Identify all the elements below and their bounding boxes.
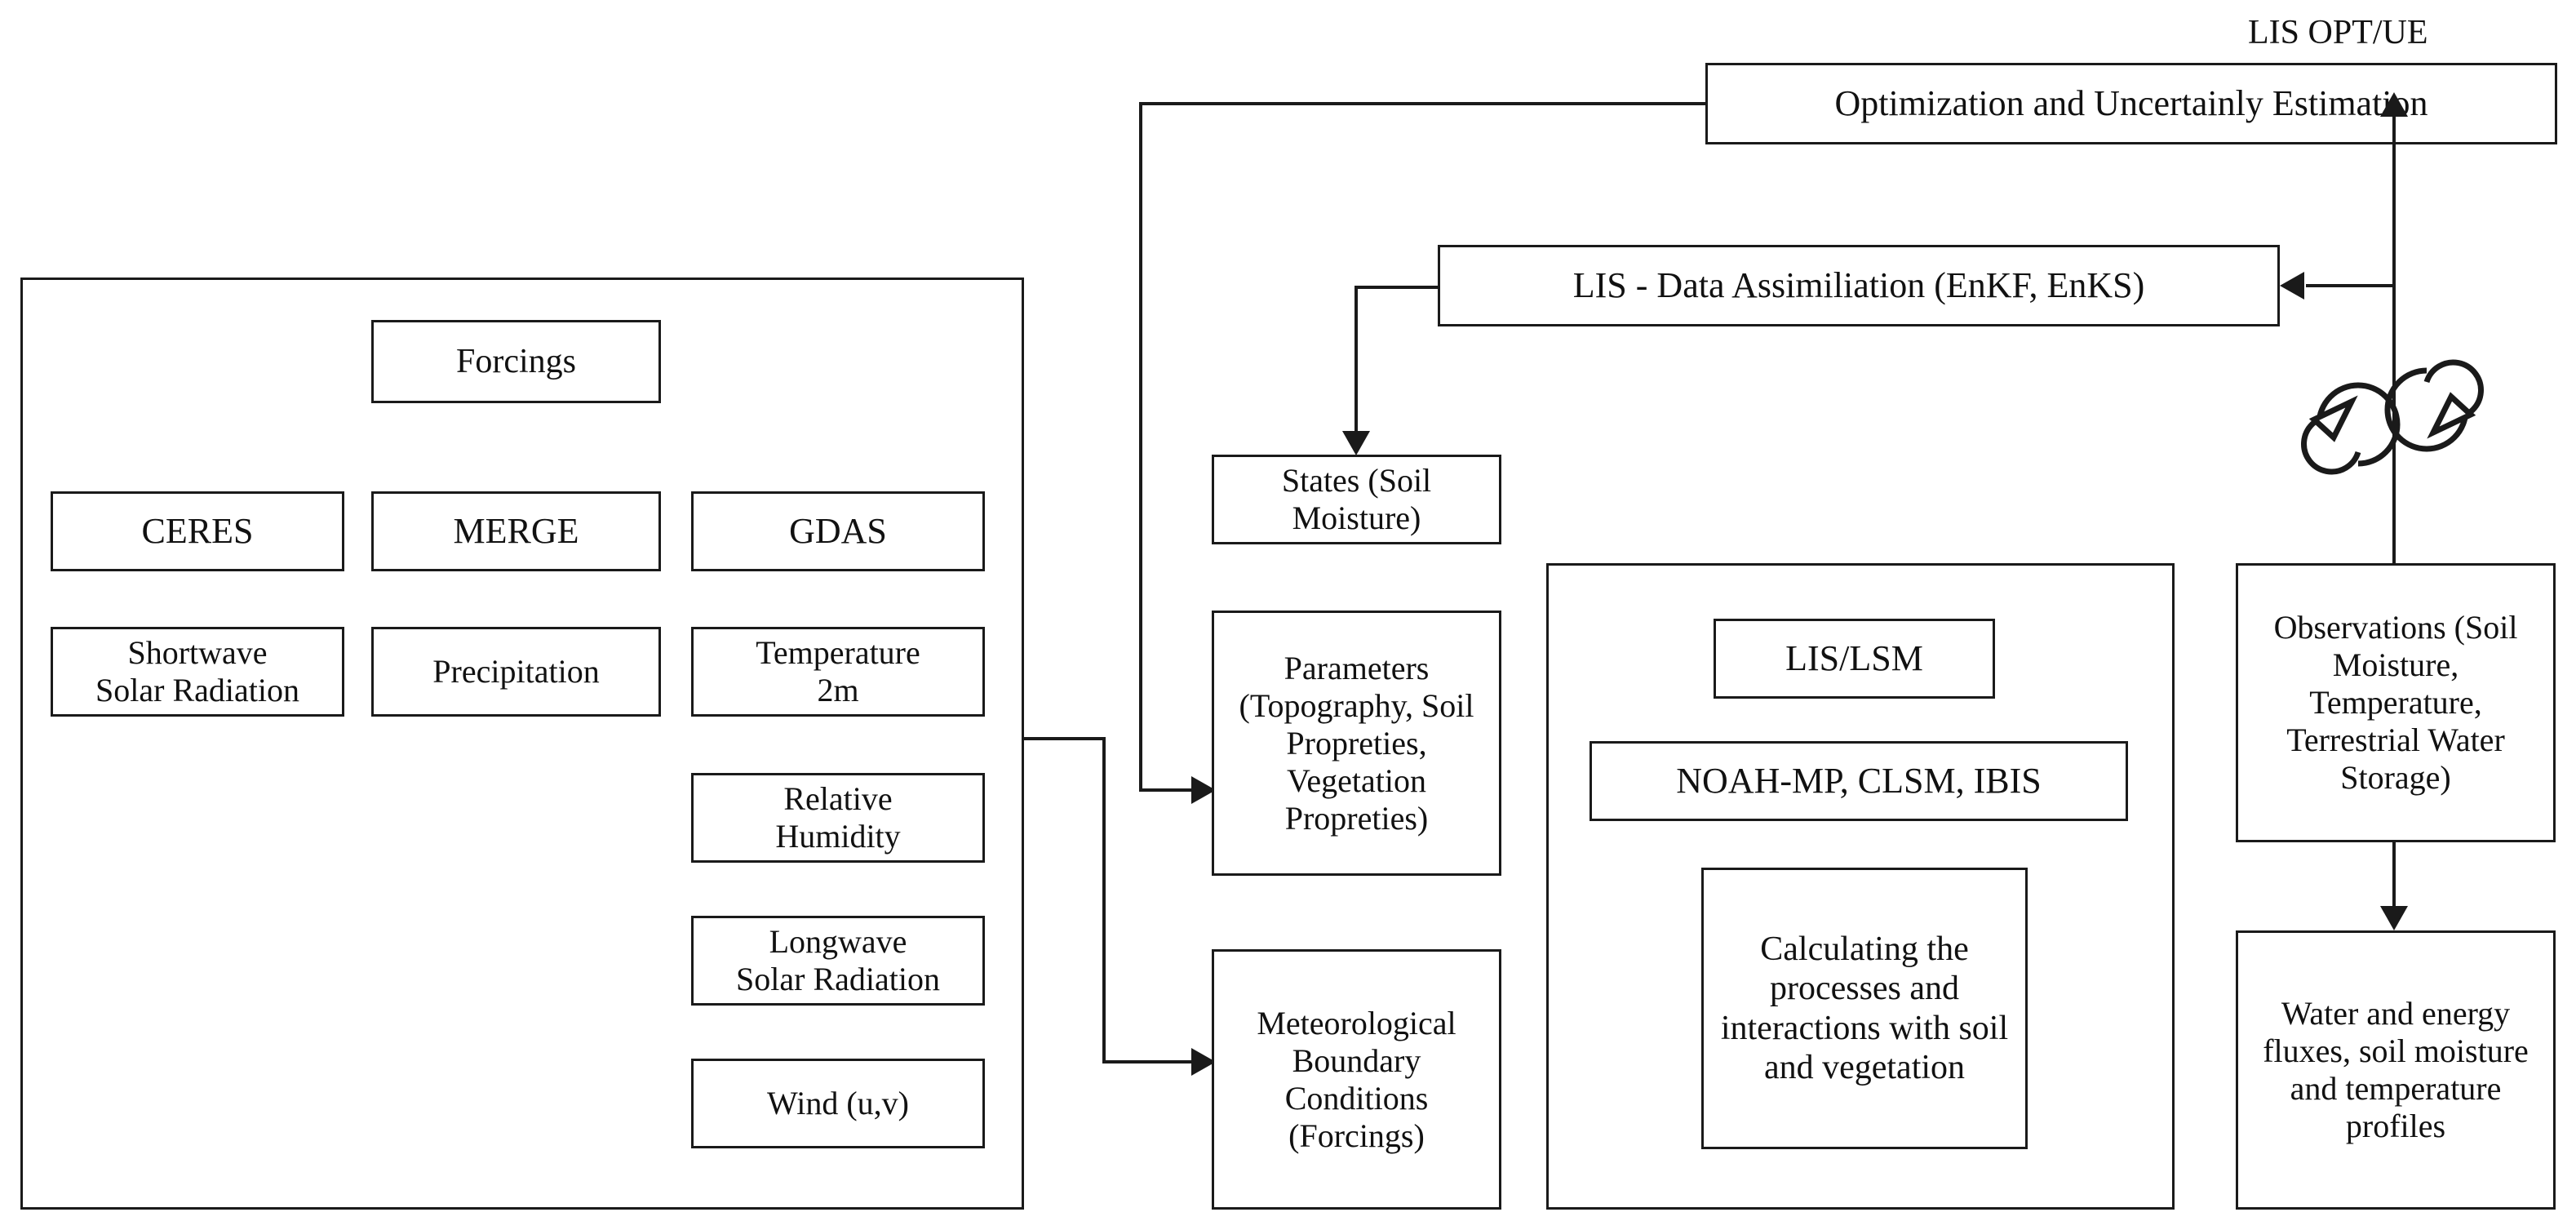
arrow-into-states-from-da bbox=[1342, 431, 1370, 455]
variable-box-relative-humidity[interactable]: Relative Humidity bbox=[691, 773, 985, 863]
variable-box-precipitation[interactable]: Precipitation bbox=[371, 627, 661, 717]
lsm-models-box[interactable]: NOAH-MP, CLSM, IBIS bbox=[1589, 741, 2128, 821]
connector-observations-to-outputs bbox=[2392, 842, 2396, 914]
cycle-arrows-icon bbox=[2294, 328, 2490, 491]
connector-da-vertical bbox=[1355, 286, 1358, 434]
lis-lsm-title-box[interactable]: LIS/LSM bbox=[1714, 619, 1995, 699]
variable-box-longwave-solar-radiation[interactable]: Longwave Solar Radiation bbox=[691, 916, 985, 1006]
connector-spine-to-da bbox=[2306, 284, 2394, 287]
forcings-header-box[interactable]: Forcings bbox=[371, 320, 661, 403]
data-assimilation-box[interactable]: LIS - Data Assimiliation (EnKF, EnKS) bbox=[1438, 245, 2280, 326]
variable-box-wind[interactable]: Wind (u,v) bbox=[691, 1059, 985, 1148]
meteorological-boundary-conditions-box[interactable]: Meteorological Boundary Conditions (Forc… bbox=[1212, 949, 1501, 1210]
lis-opt-ue-label: LIS OPT/UE bbox=[2248, 14, 2428, 51]
variable-box-temperature-2m[interactable]: Temperature 2m bbox=[691, 627, 985, 717]
source-box-gdas[interactable]: GDAS bbox=[691, 491, 985, 571]
connector-opt-to-parameters bbox=[1139, 788, 1209, 792]
connector-forcings-vertical bbox=[1102, 737, 1106, 1063]
parameters-box[interactable]: Parameters (Topography, Soil Propreties,… bbox=[1212, 611, 1501, 876]
connector-forcings-to-meteorological bbox=[1102, 1060, 1209, 1063]
connector-forcings-out bbox=[1024, 737, 1106, 740]
variable-box-shortwave-solar-radiation[interactable]: Shortwave Solar Radiation bbox=[51, 627, 344, 717]
connector-da-to-left bbox=[1355, 286, 1439, 289]
connector-opt-to-left bbox=[1139, 102, 1707, 105]
source-box-merge[interactable]: MERGE bbox=[371, 491, 661, 571]
lsm-description-box[interactable]: Calculating the processes and interactio… bbox=[1701, 868, 2028, 1149]
arrow-into-data-assimilation bbox=[2280, 272, 2304, 300]
states-box[interactable]: States (Soil Moisture) bbox=[1212, 455, 1501, 544]
forcings-panel bbox=[20, 278, 1024, 1210]
arrow-into-outputs bbox=[2380, 906, 2408, 930]
connector-opt-vertical bbox=[1139, 102, 1142, 790]
optimization-uncertainty-box[interactable]: Optimization and Uncertainly Estimation bbox=[1705, 63, 2557, 144]
outputs-box[interactable]: Water and energy fluxes, soil moisture a… bbox=[2236, 930, 2556, 1210]
connector-right-spine bbox=[2392, 117, 2396, 563]
observations-box[interactable]: Observations (Soil Moisture, Temperature… bbox=[2236, 563, 2556, 842]
source-box-ceres[interactable]: CERES bbox=[51, 491, 344, 571]
arrow-up-into-optimization bbox=[2380, 92, 2408, 117]
lis-lsm-panel bbox=[1546, 563, 2175, 1210]
